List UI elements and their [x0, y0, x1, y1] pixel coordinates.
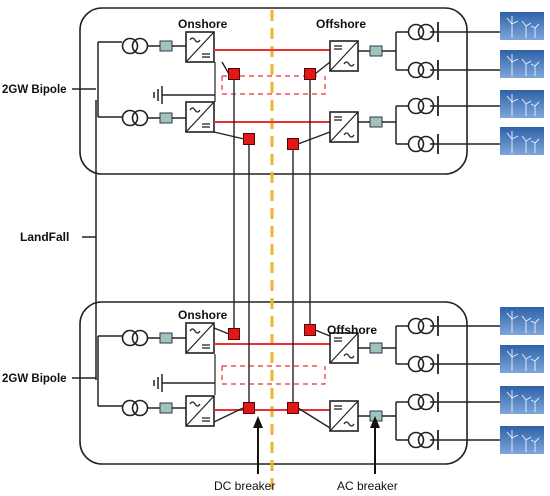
wind-farm-icon [499, 49, 545, 79]
bipole-label-bottom: 2GW Bipole [2, 373, 67, 385]
onshore-label-top: Onshore [178, 17, 228, 31]
converter-icon [185, 31, 215, 63]
wind-farm-icon [499, 306, 545, 336]
cross-links [213, 61, 331, 429]
dc-breaker-icon [304, 324, 316, 336]
wind-farm-icon [499, 89, 545, 119]
wind-farm-icon [499, 385, 545, 415]
offshore-label-bottom: Offshore [327, 323, 377, 337]
dc-breaker-label: DC breaker [214, 479, 275, 493]
bipole-label-top: 2GW Bipole [2, 84, 67, 96]
dc-breaker-icon [304, 68, 316, 80]
dc-breaker-icon [287, 138, 299, 150]
dc-breaker-icon [243, 133, 255, 145]
bottom-bipole [97, 316, 500, 450]
wind-farm-icon [499, 11, 545, 41]
wind-farm-icon [499, 344, 545, 374]
top-bipole [97, 22, 500, 154]
offshore-label-top: Offshore [316, 17, 366, 31]
ac-breaker-label: AC breaker [337, 479, 398, 493]
wind-farm-icon [499, 425, 545, 455]
ground-icon [153, 62, 216, 104]
dc-breaker-icon [228, 68, 240, 80]
dc-breaker-icon [243, 402, 255, 414]
dc-breaker-icon [228, 328, 240, 340]
dc-breaker-icon [287, 402, 299, 414]
landfall-label: LandFall [20, 230, 69, 244]
onshore-label-bottom: Onshore [178, 308, 228, 322]
wind-farm-icon [499, 126, 545, 156]
callout-arrows [253, 416, 380, 474]
